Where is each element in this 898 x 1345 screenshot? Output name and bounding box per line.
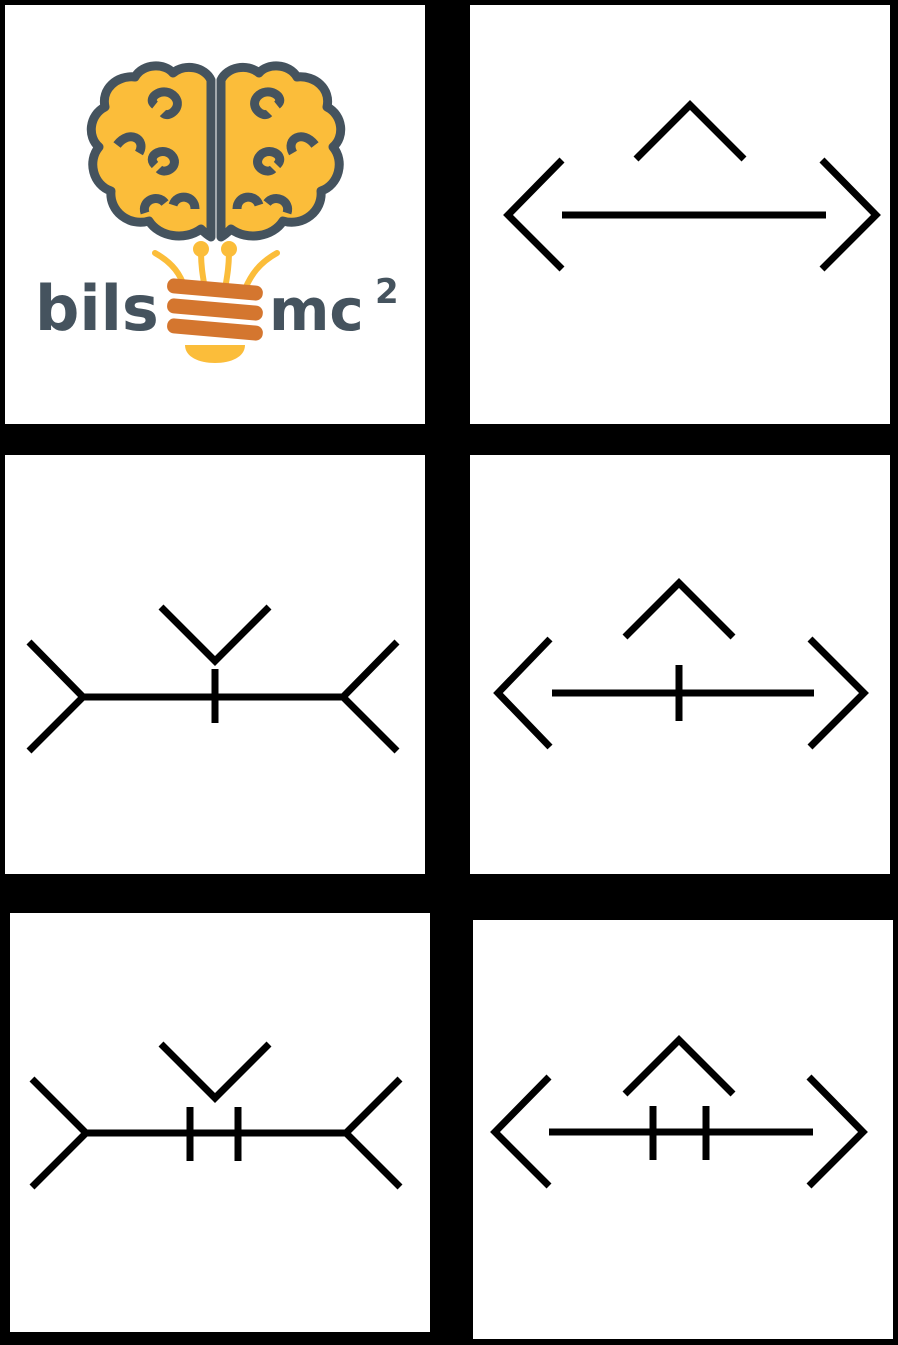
right-arrowhead — [819, 157, 881, 272]
caret-up — [622, 1035, 736, 1097]
figure-fins-one-tick — [26, 604, 400, 754]
caret-down — [158, 604, 272, 666]
caret-up — [622, 578, 736, 640]
caret-down — [158, 1041, 272, 1103]
left-arrowhead — [493, 636, 553, 750]
brain-icon — [86, 61, 346, 242]
left-arrowhead — [503, 157, 565, 272]
caret-up — [633, 100, 747, 162]
right-arrowhead — [806, 1074, 868, 1189]
figure-fins-two-ticks — [29, 1041, 403, 1190]
figure-arrows-one-tick — [493, 578, 869, 750]
right-fin — [341, 1076, 403, 1190]
left-arrowhead — [490, 1074, 552, 1189]
logo-right-text: mc — [269, 276, 364, 344]
bulb-coil-icon — [167, 278, 263, 363]
logo-panel: bils mc 2 — [5, 5, 425, 424]
figure-panel-plain — [470, 5, 890, 424]
figure-panel-arrows-one-tick — [470, 455, 890, 874]
left-fin — [26, 639, 88, 754]
figure-panel-fins-one-tick — [5, 455, 425, 874]
bilsmc2-logo: bils mc 2 — [35, 61, 399, 363]
logo-left-text: bils — [35, 272, 159, 345]
figure-plain-arrows — [503, 100, 881, 272]
figure-panel-fins-two-ticks — [10, 913, 430, 1332]
right-fin — [338, 639, 400, 754]
logo-superscript: 2 — [375, 272, 399, 312]
left-fin — [29, 1076, 91, 1190]
right-arrowhead — [807, 636, 869, 750]
figure-arrows-two-ticks — [490, 1035, 868, 1189]
figure-panel-arrows-two-ticks — [473, 920, 893, 1339]
